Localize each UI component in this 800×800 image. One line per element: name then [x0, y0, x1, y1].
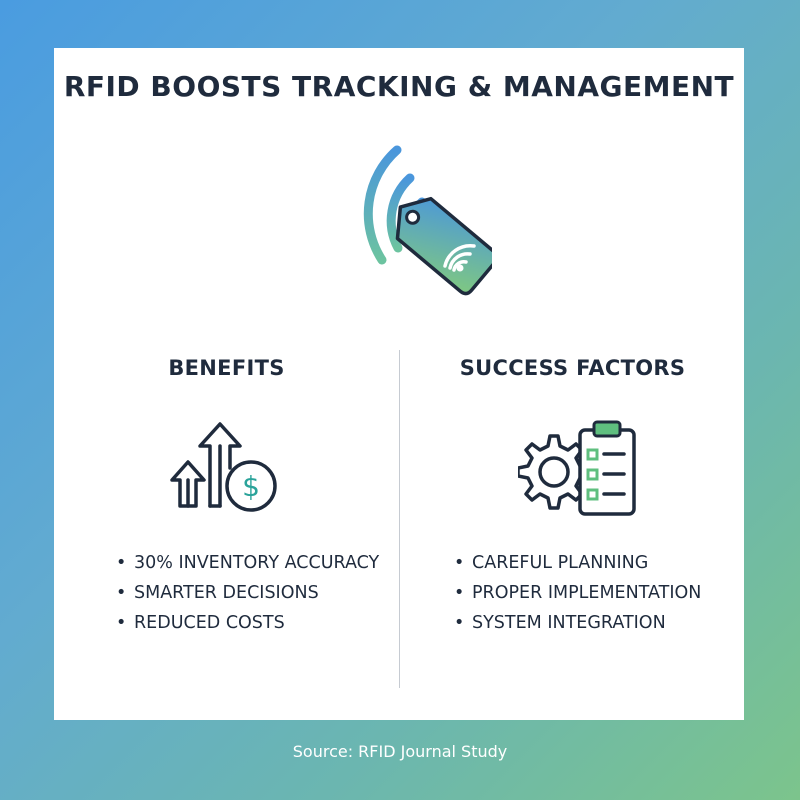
list-item: •SYSTEM INTEGRATION — [454, 613, 666, 633]
list-item: •PROPER IMPLEMENTATION — [454, 583, 702, 603]
rfid-tag-icon — [363, 145, 492, 296]
gear-checklist-icon — [518, 420, 636, 516]
benefits-column: BENEFITS $ •30% INVENTORY ACCURACY •SMAR… — [54, 356, 399, 633]
list-item: •SMARTER DECISIONS — [116, 583, 319, 603]
list-item: •REDUCED COSTS — [116, 613, 285, 633]
success-factors-list: •CAREFUL PLANNING •PROPER IMPLEMENTATION… — [454, 548, 701, 638]
success-factors-column: SUCCESS FACTORS •CAREFUL PLANNI — [400, 356, 745, 633]
benefits-list: •30% INVENTORY ACCURACY •SMARTER DECISIO… — [116, 548, 379, 638]
growth-arrows-dollar-icon: $ — [170, 422, 277, 512]
list-item: •30% INVENTORY ACCURACY — [116, 553, 380, 573]
success-factors-heading: SUCCESS FACTORS — [459, 356, 686, 380]
infographic-card: RFID BOOSTS TRACKING & MANAGEMENT — [54, 48, 744, 720]
source-caption: Source: RFID Journal Study — [292, 742, 508, 761]
column-divider — [399, 350, 400, 688]
benefits-heading: BENEFITS — [168, 356, 285, 380]
page-title: RFID BOOSTS TRACKING & MANAGEMENT — [63, 70, 735, 103]
svg-text:$: $ — [242, 470, 260, 503]
list-item: •CAREFUL PLANNING — [454, 553, 649, 573]
